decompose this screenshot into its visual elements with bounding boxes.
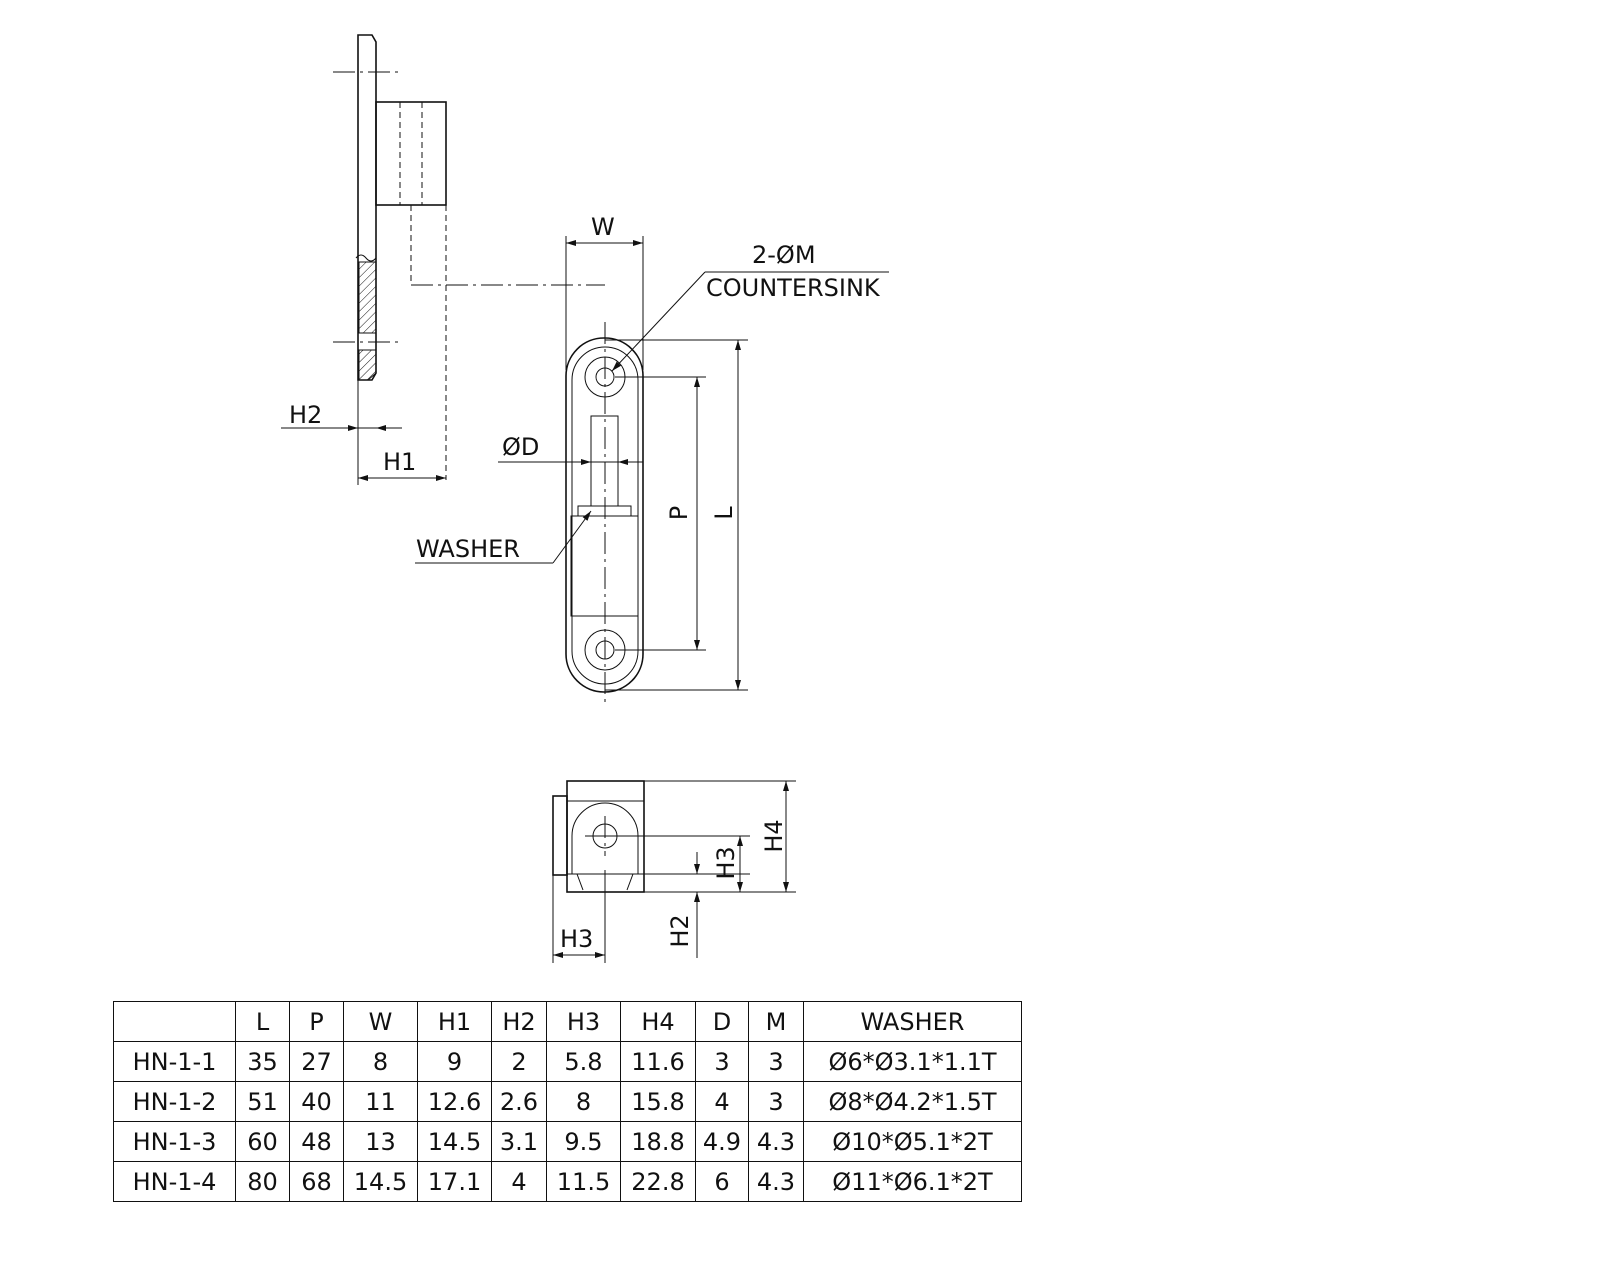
knuckle-barrel	[570, 515, 639, 617]
table-header-cell: H2	[491, 1001, 547, 1042]
table-cell: 2.6	[491, 1081, 547, 1122]
table-header-cell: M	[748, 1001, 804, 1042]
end-view: H4 H3 H2 H3	[552, 780, 796, 963]
model-cell: HN-1-3	[113, 1121, 236, 1162]
table-cell: 14.5	[343, 1161, 418, 1202]
table-header-cell: H3	[546, 1001, 621, 1042]
table-cell: 40	[289, 1081, 344, 1122]
table-cell: 35	[235, 1041, 290, 1082]
hinge-inner-outline	[571, 346, 639, 685]
table-cell: 4.3	[748, 1161, 804, 1202]
table-header-cell: L	[235, 1001, 290, 1042]
table-cell: 4.9	[695, 1121, 749, 1162]
leader-arrow	[552, 510, 592, 564]
table-cell: 3	[748, 1081, 804, 1122]
table-cell: Ø6*Ø3.1*1.1T	[803, 1041, 1022, 1082]
leader-arrow	[611, 271, 706, 372]
label-d: ØD	[502, 433, 539, 461]
label-w: W	[591, 213, 615, 241]
table-cell: 15.8	[620, 1081, 696, 1122]
table-cell: Ø10*Ø5.1*2T	[803, 1121, 1022, 1162]
section-hatch-upper	[358, 261, 377, 334]
table-cell: 68	[289, 1161, 344, 1202]
label-l: L	[710, 506, 738, 520]
table-cell: 14.5	[417, 1121, 492, 1162]
table-cell: 4.3	[748, 1121, 804, 1162]
label-h3-vertical: H3	[712, 846, 740, 879]
countersink-edge	[576, 873, 634, 891]
table-header-cell: P	[289, 1001, 344, 1042]
break-line	[355, 254, 377, 262]
label-h2-end: H2	[666, 914, 694, 947]
table-cell: 11.6	[620, 1041, 696, 1082]
label-h1: H1	[383, 448, 416, 476]
table-cell: 18.8	[620, 1121, 696, 1162]
model-cell: HN-1-2	[113, 1081, 236, 1122]
table-cell: 80	[235, 1161, 290, 1202]
table-cell: 11.5	[546, 1161, 621, 1202]
table-header-cell: W	[343, 1001, 418, 1042]
table-cell: 8	[343, 1041, 418, 1082]
table-cell: 4	[491, 1161, 547, 1202]
section-hatch-lower	[358, 349, 377, 381]
table-cell: 8	[546, 1081, 621, 1122]
label-2-m: 2-ØM	[752, 241, 816, 269]
table-cell: 4	[695, 1081, 749, 1122]
table-cell: 13	[343, 1121, 418, 1162]
table-cell: 9	[417, 1041, 492, 1082]
knuckle-block	[375, 101, 447, 206]
table-cell: 9.5	[546, 1121, 621, 1162]
label-washer: WASHER	[416, 535, 520, 563]
knuckle-profile	[571, 802, 639, 874]
table-cell: 48	[289, 1121, 344, 1162]
label-countersink: COUNTERSINK	[706, 274, 881, 302]
end-view-plate	[552, 795, 568, 876]
table-cell: 3	[695, 1041, 749, 1082]
table-cell: Ø8*Ø4.2*1.5T	[803, 1081, 1022, 1122]
label-h4: H4	[760, 819, 788, 852]
table-cell: 3	[748, 1041, 804, 1082]
table-header-cell: WASHER	[803, 1001, 1022, 1042]
table-cell: 11	[343, 1081, 418, 1122]
front-view: W 2-ØM COUNTERSINK ØD WASHER P L	[415, 213, 889, 705]
model-cell: HN-1-4	[113, 1161, 236, 1202]
table-cell: Ø11*Ø6.1*2T	[803, 1161, 1022, 1202]
table-cell: 17.1	[417, 1161, 492, 1202]
label-p: P	[665, 506, 693, 520]
table-header-cell: H1	[417, 1001, 492, 1042]
table-cell: 60	[235, 1121, 290, 1162]
model-cell: HN-1-1	[113, 1041, 236, 1082]
table-cell: 2	[491, 1041, 547, 1082]
table-cell: 12.6	[417, 1081, 492, 1122]
table-cell: 22.8	[620, 1161, 696, 1202]
table-cell: 5.8	[546, 1041, 621, 1082]
label-h3-horizontal: H3	[560, 925, 593, 953]
table-cell: 3.1	[491, 1121, 547, 1162]
table-cell: 27	[289, 1041, 344, 1082]
table-header-cell: H4	[620, 1001, 696, 1042]
table-cell: 6	[695, 1161, 749, 1202]
side-view: H2 H1	[281, 34, 605, 485]
table-header-cell: D	[695, 1001, 749, 1042]
table-header-cell	[113, 1001, 236, 1042]
table-cell: 51	[235, 1081, 290, 1122]
label-h2-side: H2	[289, 401, 322, 429]
